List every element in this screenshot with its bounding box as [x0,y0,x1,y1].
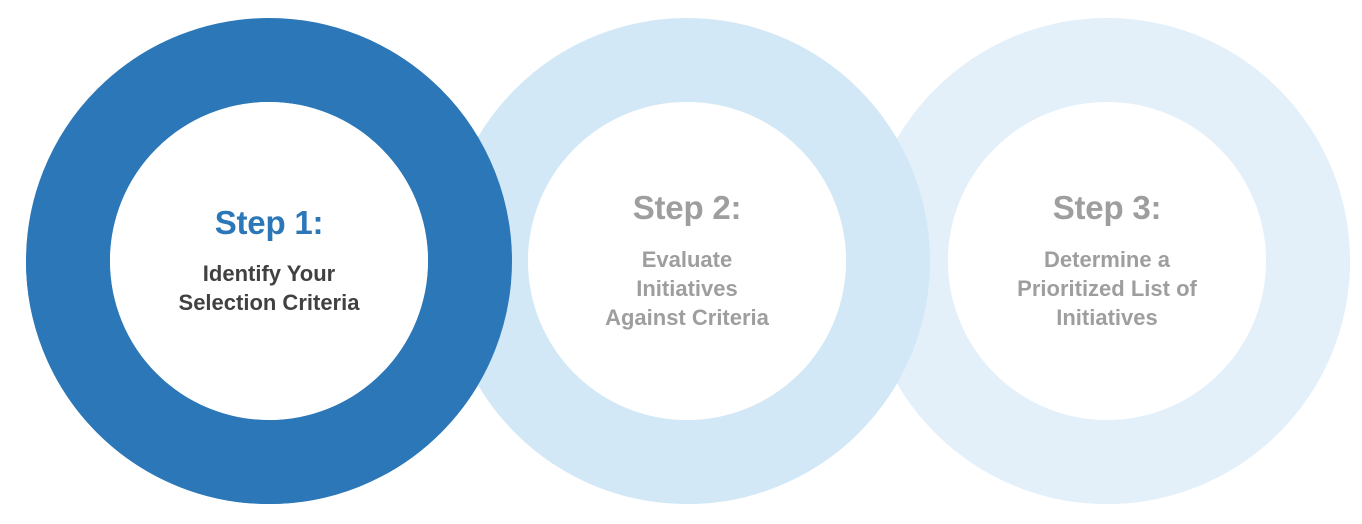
step-3-body-line-1: Determine a [1044,246,1170,272]
step-2-body-line-1: Evaluate [641,246,733,272]
step-3-body-line-2: Prioritized List of [1017,275,1197,301]
step-3-body-line-3: Initiatives [1056,304,1158,330]
step-2-heading: Step 2: [632,189,742,227]
step-2-body-line-2: Initiatives [636,275,738,301]
step-3-core[interactable]: Step 3: Determine a Prioritized List of In… [948,102,1266,420]
step-3-body: Determine a Prioritized List of Initiative… [1001,245,1213,332]
step-1-body-line-1: Identify Your [202,261,336,287]
step-2-body-line-3: Against Criteria [605,304,769,330]
step-1-body-line-2: Selection Criteria [178,290,360,316]
step-1-heading: Step 1: [214,203,324,241]
step-3-heading: Step 3: [1052,189,1162,227]
